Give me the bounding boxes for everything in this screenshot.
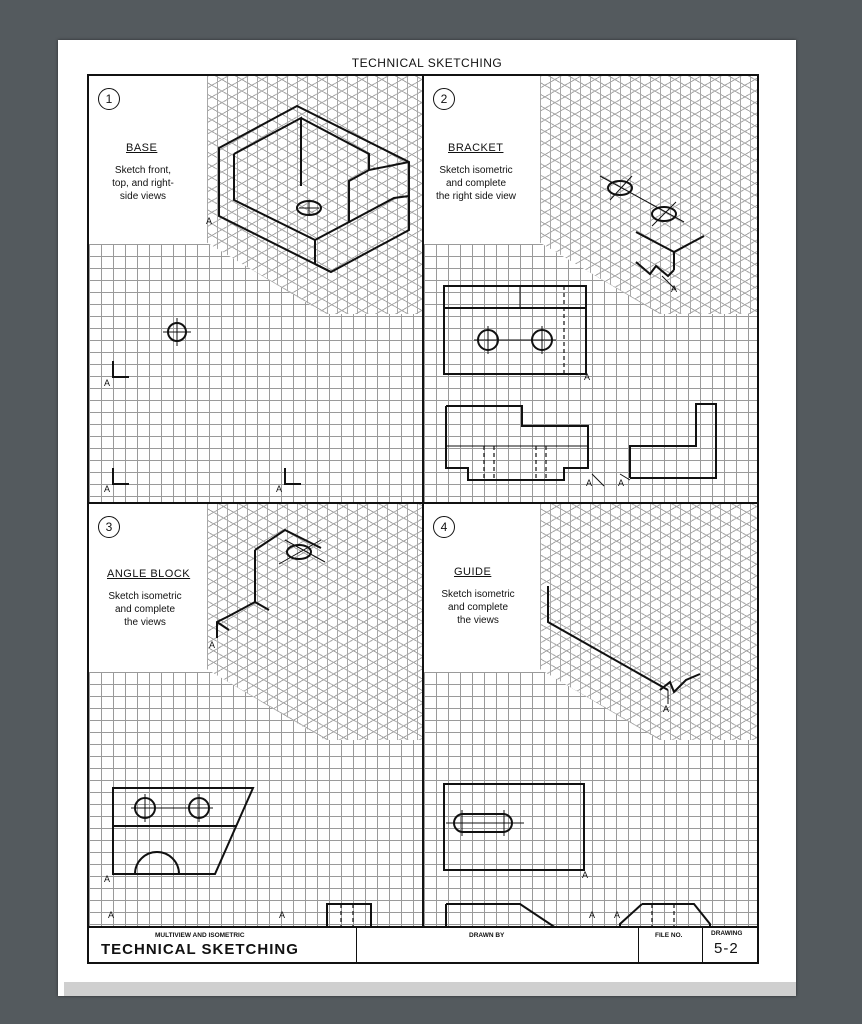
drawing-number: 5-2 [714, 940, 739, 957]
problem-number: 1 [98, 88, 120, 110]
marker-a: A [582, 870, 589, 880]
angle-block-drawing [112, 528, 372, 928]
marker-a: A [104, 378, 111, 388]
marker-a: A [279, 910, 286, 920]
isometric-grid [540, 504, 757, 740]
marker-a: A [584, 372, 591, 382]
marker-a: A [618, 478, 625, 488]
marker-a: A [104, 874, 111, 884]
marker-a: A [589, 910, 596, 920]
paper-edge-shadow [64, 982, 796, 996]
problem-title: ANGLE BLOCK [105, 568, 193, 580]
file-no-label: FILE NO. [655, 932, 683, 939]
problem-title: BRACKET [446, 142, 506, 154]
bracket-drawing [443, 175, 717, 487]
problem-instruction: Sketch isometric and complete the views [99, 590, 191, 629]
problem-1-panel: 1 BASE Sketch front, top, and right- sid… [89, 76, 422, 502]
title-subtitle: MULTIVIEW AND ISOMETRIC [155, 932, 245, 939]
drawn-by-label: DRAWN BY [469, 932, 505, 939]
guide-drawing [443, 586, 711, 928]
marker-a: A [663, 704, 670, 714]
square-grid [424, 672, 757, 928]
drawing-label: DRAWING [711, 930, 743, 937]
marker-a: A [586, 478, 593, 488]
base-drawing [112, 104, 410, 485]
problem-number: 4 [433, 516, 455, 538]
problem-number: 2 [433, 88, 455, 110]
file-no-cell: FILE NO. [639, 928, 703, 962]
problem-number: 3 [98, 516, 120, 538]
marker-a: A [276, 484, 283, 494]
worksheet-page: TECHNICAL SKETCHING 1 BASE Sketch front,… [58, 40, 796, 996]
drawing-number-cell: DRAWING 5-2 [703, 928, 757, 962]
problem-3-panel: 3 ANGLE BLOCK Sketch isometric and compl… [89, 504, 422, 928]
marker-a: A [614, 910, 621, 920]
problem-4-panel: 4 GUIDE Sketch isometric and complete th… [424, 504, 757, 928]
problem-instruction: Sketch isometric and complete the views [430, 588, 526, 627]
problem-instruction: Sketch front, top, and right- side views [99, 164, 187, 203]
problem-instruction: Sketch isometric and complete the right … [426, 164, 526, 203]
title-cell: MULTIVIEW AND ISOMETRIC TECHNICAL SKETCH… [89, 928, 357, 962]
problem-title: BASE [124, 142, 160, 154]
marker-a: A [104, 484, 111, 494]
marker-a: A [206, 216, 213, 226]
problem-2-panel: 2 BRACKET Sketch isometric and complete … [424, 76, 757, 502]
drawn-by-cell: DRAWN BY [357, 928, 639, 962]
marker-a: A [209, 640, 216, 650]
marker-a: A [108, 910, 115, 920]
page-header: TECHNICAL SKETCHING [351, 56, 503, 70]
drawing-sheet: 1 BASE Sketch front, top, and right- sid… [87, 74, 759, 964]
marker-a: A [671, 284, 678, 294]
panel-divider-horizontal [89, 502, 757, 504]
title-main: TECHNICAL SKETCHING [101, 941, 299, 958]
title-block: MULTIVIEW AND ISOMETRIC TECHNICAL SKETCH… [89, 926, 757, 962]
problem-title: GUIDE [452, 566, 494, 578]
